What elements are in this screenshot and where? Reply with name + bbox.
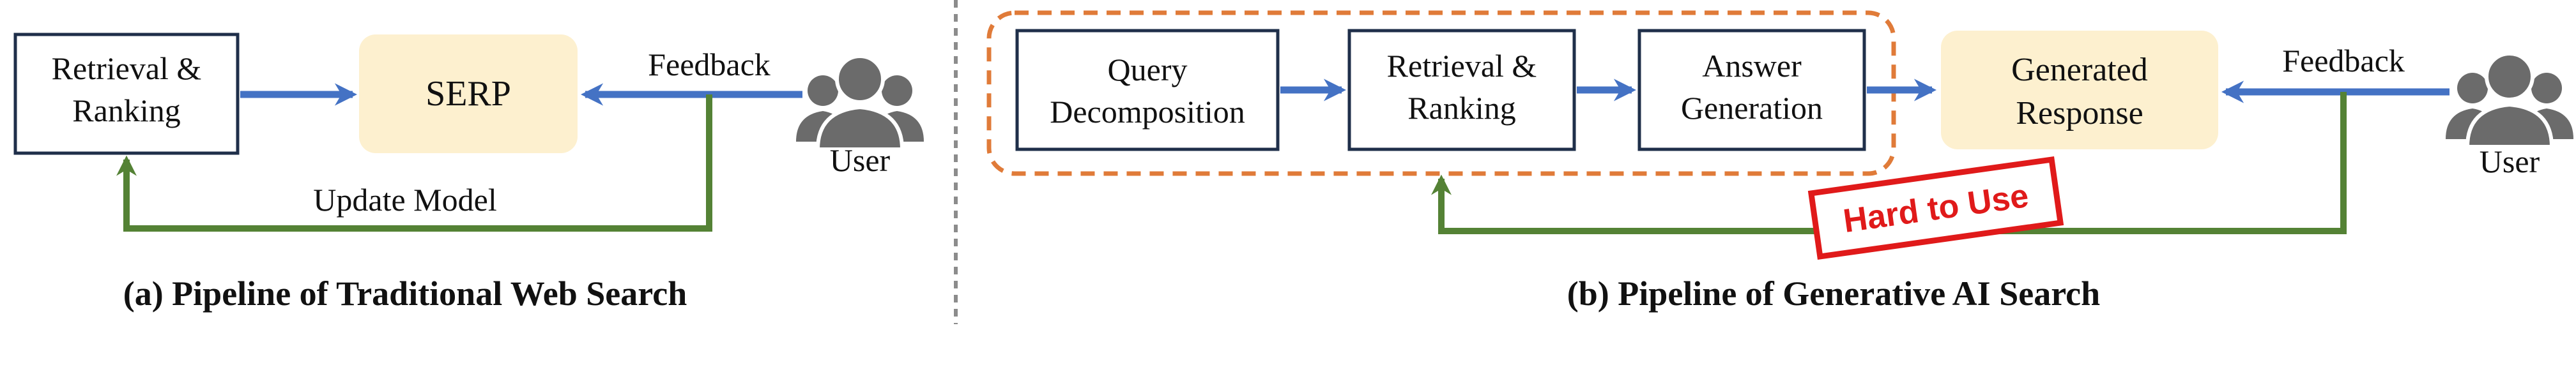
users-group-icon [796, 56, 924, 149]
retrieval-ranking-label-line1: Retrieval & [52, 50, 202, 86]
update-model-arrow [116, 94, 712, 232]
users-group-icon-2 [2446, 54, 2573, 147]
feedback-label: Feedback [648, 47, 770, 82]
generated-response-box: Generated Response [1941, 31, 2218, 149]
update-model-label: Update Model [313, 182, 496, 218]
hard-to-use-stamp: Hard to Use [1807, 156, 2064, 260]
generated-response-label-line2: Response [2016, 95, 2143, 131]
generated-response-label-line1: Generated [2011, 52, 2148, 88]
query-decomposition-box: Query Decomposition [1015, 29, 1280, 151]
caption-generative: (b) Pipeline of Generative AI Search [1567, 274, 2100, 313]
retrieval-ranking-box-2: Retrieval & Ranking [1347, 29, 1576, 151]
generative-search-panel: Query Decomposition Retrieval & Ranking … [986, 10, 2573, 313]
retrieval-ranking-2-label-line1: Retrieval & [1387, 48, 1537, 84]
answer-generation-label-line1: Answer [1702, 48, 1802, 84]
query-decomposition-label-line2: Decomposition [1050, 94, 1245, 130]
user-label-2: User [2480, 144, 2540, 179]
serp-label: SERP [425, 74, 511, 114]
retrieval-ranking-2-label-line2: Ranking [1407, 90, 1515, 126]
query-decomposition-label-line1: Query [1108, 52, 1188, 87]
traditional-search-panel: Retrieval & Ranking SERP Feedback Update… [13, 33, 924, 313]
feedback-label-2: Feedback [2282, 43, 2405, 78]
retrieval-ranking-box: Retrieval & Ranking [13, 33, 240, 155]
caption-traditional: (a) Pipeline of Traditional Web Search [123, 274, 687, 313]
answer-generation-label-line2: Generation [1681, 90, 1823, 126]
serp-box: SERP [359, 34, 578, 153]
user-label: User [830, 142, 891, 178]
answer-generation-box: Answer Generation [1637, 29, 1866, 151]
retrieval-ranking-label-line2: Ranking [72, 93, 180, 128]
